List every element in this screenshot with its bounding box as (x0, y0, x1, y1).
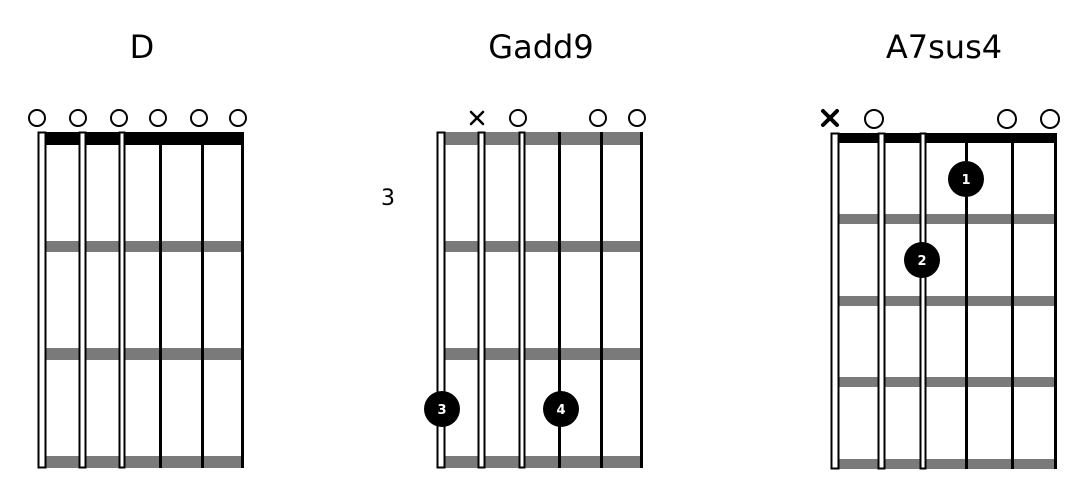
finger-dot: 3 (424, 391, 460, 427)
fret-line (443, 241, 642, 252)
string-line (600, 132, 603, 468)
open-string-marker (110, 109, 128, 127)
chord-name: A7sus4 (886, 28, 1002, 66)
string-line (118, 131, 126, 469)
string-line (201, 132, 204, 468)
finger-dots: 1 2 (904, 161, 984, 278)
frets (443, 132, 642, 468)
mute-string-marker (821, 109, 839, 127)
string-line (241, 132, 244, 468)
string-markers (469, 109, 646, 127)
string-line (640, 132, 643, 468)
finger-number: 4 (556, 403, 565, 418)
finger-dots: 3 4 (424, 391, 579, 427)
open-string-marker (589, 109, 607, 127)
mute-string-marker (469, 110, 485, 126)
fret-line (838, 296, 1056, 306)
string-markers (821, 109, 1060, 129)
chord-diagram-d: D (28, 28, 247, 469)
nut (838, 133, 1056, 143)
string-line (477, 131, 486, 469)
chord-diagram-a7sus4: A7sus4 1 (821, 28, 1060, 470)
fret-line (443, 456, 642, 468)
finger-number: 1 (961, 173, 970, 188)
open-string-marker (229, 109, 247, 127)
open-string-marker (509, 109, 527, 127)
string-line (830, 132, 840, 470)
open-string-marker (149, 109, 167, 127)
open-string-marker (864, 109, 884, 129)
chord-name: D (130, 28, 155, 66)
string-line (1054, 133, 1057, 469)
strings (830, 132, 1057, 470)
string-line (78, 131, 87, 469)
fret-line (44, 456, 243, 468)
string-line (965, 133, 968, 469)
open-string-marker (28, 109, 46, 127)
string-line (877, 132, 886, 470)
fret-line (838, 459, 1056, 469)
fret-line (443, 132, 642, 145)
open-string-marker (628, 109, 646, 127)
open-string-marker (69, 109, 87, 127)
string-line (558, 132, 561, 468)
base-fret-label: 3 (381, 186, 395, 211)
open-string-marker (997, 109, 1017, 129)
fret-line (838, 377, 1056, 387)
strings (37, 131, 244, 469)
frets (44, 241, 243, 468)
finger-dot: 2 (904, 242, 940, 278)
fret-line (838, 214, 1056, 224)
nut (44, 132, 243, 145)
fret-line (443, 348, 642, 360)
frets (838, 214, 1056, 469)
strings (436, 131, 643, 469)
fret-line (44, 241, 243, 252)
string-line (436, 131, 446, 469)
finger-number: 2 (917, 254, 926, 269)
open-string-marker (190, 109, 208, 127)
finger-dot: 4 (543, 391, 579, 427)
chord-diagram-gadd9: Gadd9 3 3 (381, 28, 646, 469)
string-line (919, 132, 927, 470)
string-line (518, 131, 526, 469)
finger-dot: 1 (948, 161, 984, 197)
finger-number: 3 (437, 403, 446, 418)
string-line (1011, 133, 1014, 469)
fret-line (44, 348, 243, 360)
string-line (159, 132, 162, 468)
string-line (37, 131, 47, 469)
chord-name: Gadd9 (488, 28, 593, 66)
string-markers (28, 109, 247, 127)
open-string-marker (1040, 109, 1060, 129)
